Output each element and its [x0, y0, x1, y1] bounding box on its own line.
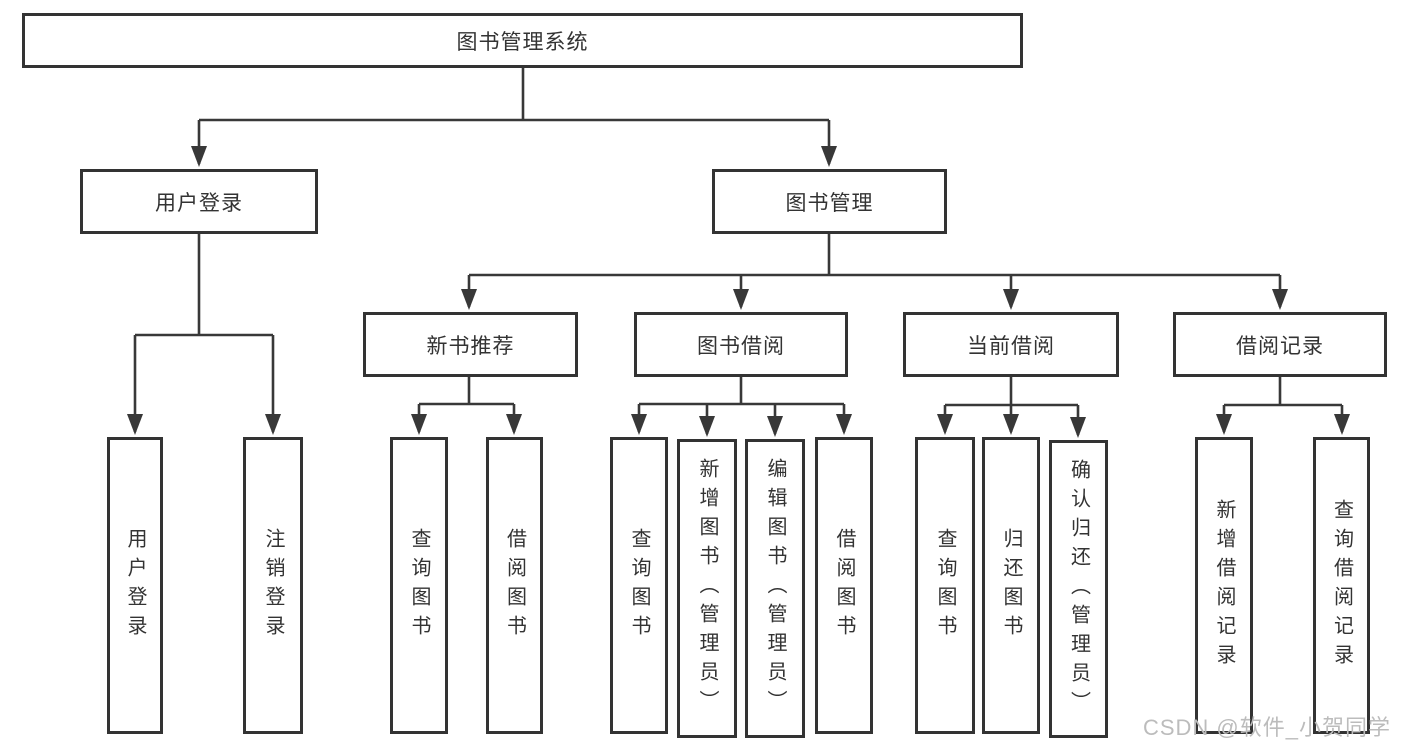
leaf-bb-edit-book-label: 编辑图书（管理员）: [764, 458, 786, 719]
leaf-logout: 注销登录: [243, 437, 303, 734]
node-current-borrow-label: 当前借阅: [967, 334, 1055, 358]
leaf-cb-confirm-return: 确认归还（管理员）: [1049, 440, 1108, 738]
node-root-label: 图书管理系统: [456, 30, 589, 54]
leaf-cb-return-book-label: 归还图书: [1000, 527, 1022, 644]
leaf-cb-return-book: 归还图书: [982, 437, 1040, 734]
node-borrow-record: 借阅记录: [1173, 312, 1387, 377]
leaf-cb-query-book: 查询图书: [915, 437, 975, 734]
leaf-cb-confirm-return-label: 确认归还（管理员）: [1067, 458, 1090, 720]
leaf-user-login-label: 用户登录: [124, 527, 146, 644]
leaf-br-add-record: 新增借阅记录: [1195, 437, 1253, 734]
leaf-br-query-record-label: 查询借阅记录: [1330, 498, 1353, 673]
leaf-br-query-record: 查询借阅记录: [1313, 437, 1370, 734]
leaf-bb-add-book-label: 新增图书（管理员）: [696, 458, 718, 719]
leaf-bb-add-book: 新增图书（管理员）: [677, 439, 737, 738]
node-current-borrow: 当前借阅: [903, 312, 1119, 377]
leaf-rec-query-book: 查询图书: [390, 437, 448, 734]
leaf-rec-borrow-book: 借阅图书: [486, 437, 543, 734]
leaf-user-login: 用户登录: [107, 437, 163, 734]
node-book-mgmt: 图书管理: [712, 169, 947, 234]
watermark: CSDN @软件_小贺同学: [1142, 715, 1391, 740]
leaf-bb-query-book-label: 查询图书: [628, 527, 650, 644]
leaf-bb-borrow-book-label: 借阅图书: [833, 527, 855, 644]
node-book-mgmt-label: 图书管理: [785, 191, 874, 215]
leaf-rec-query-book-label: 查询图书: [408, 527, 430, 644]
leaf-cb-query-book-label: 查询图书: [934, 527, 956, 644]
leaf-rec-borrow-book-label: 借阅图书: [503, 527, 526, 644]
node-new-book-rec: 新书推荐: [363, 312, 578, 377]
node-book-borrow: 图书借阅: [634, 312, 848, 377]
node-root: 图书管理系统: [22, 13, 1023, 68]
leaf-br-add-record-label: 新增借阅记录: [1213, 498, 1235, 673]
leaf-bb-query-book: 查询图书: [610, 437, 668, 734]
node-user-login: 用户登录: [80, 169, 318, 234]
leaf-bb-borrow-book: 借阅图书: [815, 437, 873, 734]
node-user-login-label: 用户登录: [155, 191, 243, 215]
leaf-bb-edit-book: 编辑图书（管理员）: [745, 439, 805, 738]
node-borrow-record-label: 借阅记录: [1236, 334, 1324, 358]
leaf-logout-label: 注销登录: [262, 527, 284, 644]
node-new-book-rec-label: 新书推荐: [426, 334, 515, 358]
node-book-borrow-label: 图书借阅: [697, 334, 785, 358]
